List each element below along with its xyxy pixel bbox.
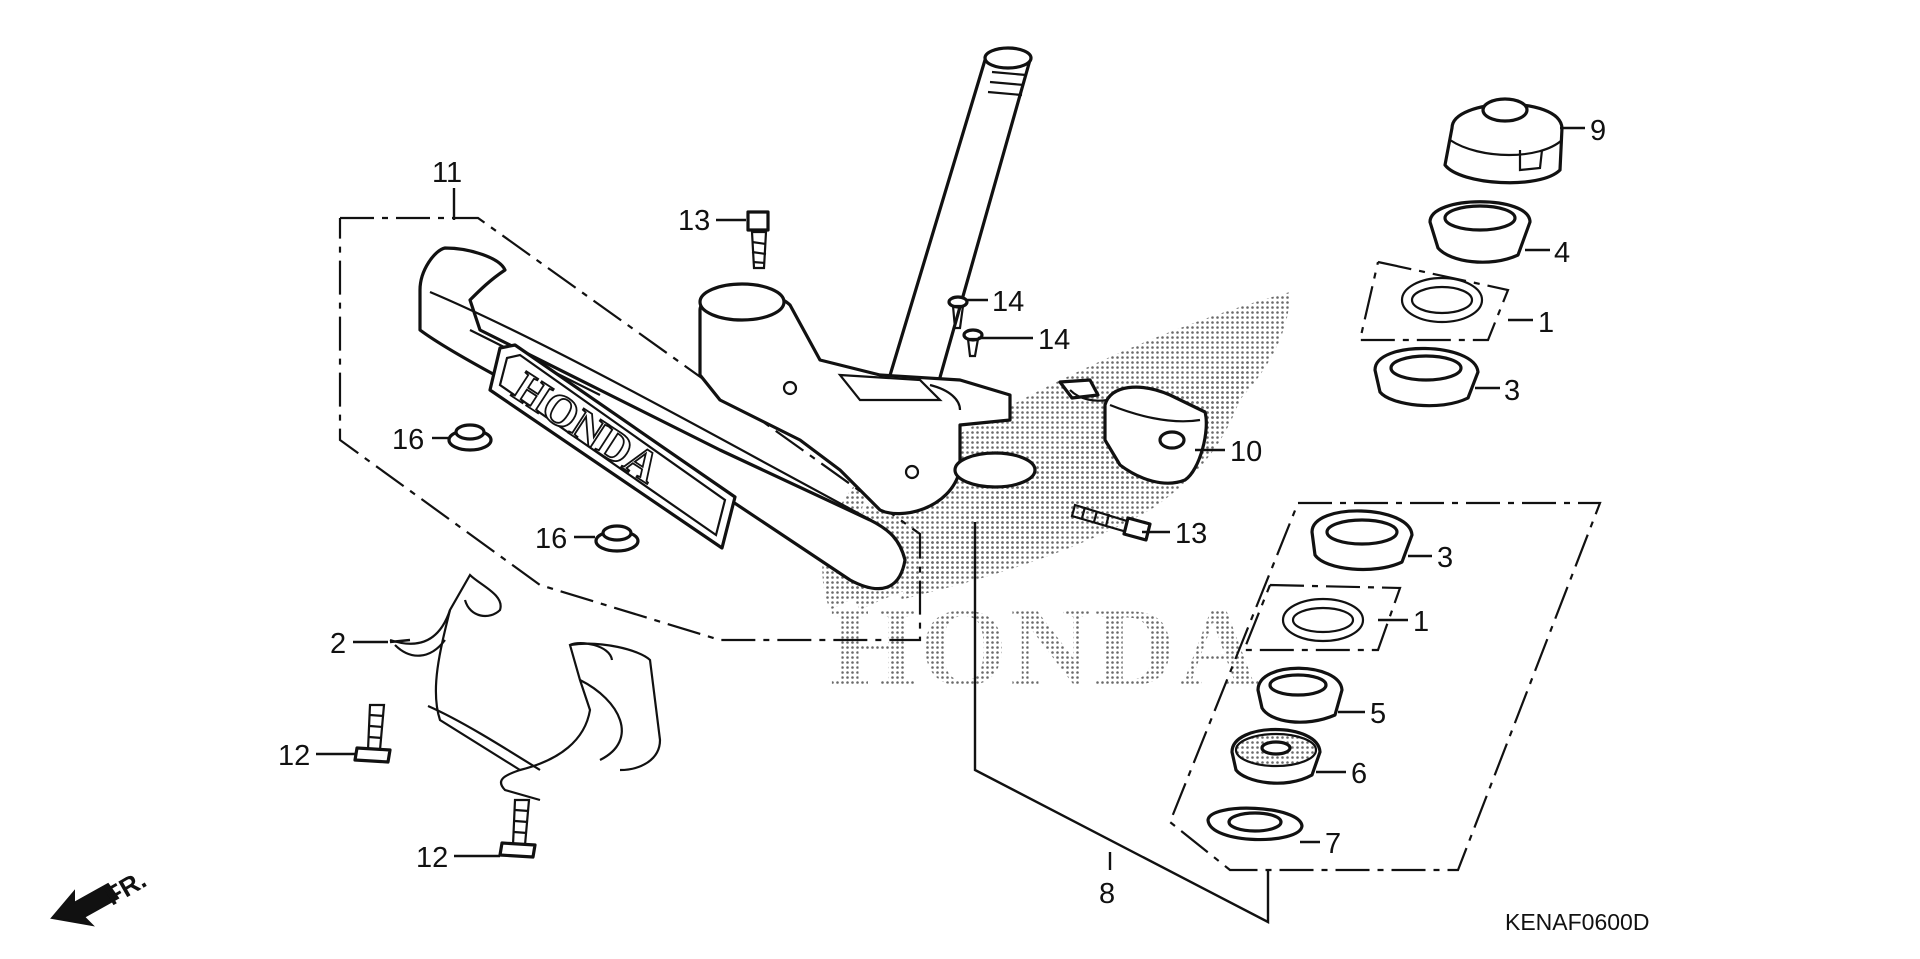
bolt-12-upper [353,703,392,764]
group-outline-bearing-1b [1242,583,1402,652]
watermark-text: HONDA [830,586,1262,710]
group-outline-upper-bearing [1358,260,1510,342]
steel-ball-ring-1b [1281,597,1365,643]
callout-1-upper: 1 [1538,307,1554,339]
callout-labels: 11 13 9 4 1 3 14 14 10 13 16 16 3 1 5 6 … [278,115,1606,910]
callout-14-upper: 14 [992,286,1024,318]
callout-2: 2 [330,628,346,660]
callout-3-lower: 3 [1437,542,1453,574]
bearing-race-5 [1256,666,1344,724]
callout-9: 9 [1590,115,1606,147]
callout-10: 10 [1230,436,1262,468]
callout-8: 8 [1099,878,1115,910]
steel-ball-ring-1a [1400,276,1484,324]
group-outline-left [338,216,922,642]
leader-lines [316,126,1585,924]
bolt-12-lower [498,798,537,859]
diagram-code: KENAF0600D [1505,909,1649,935]
front-direction-arrow: FR. [50,864,151,927]
callout-16-upper: 16 [392,424,424,456]
grommet-upper [447,423,493,452]
washer-7 [1206,806,1304,842]
bolt-13-upper [746,210,770,270]
callout-13-upper: 13 [678,205,710,237]
callout-12-lower: 12 [416,842,448,874]
wire-bracket-2 [389,573,662,802]
callout-5: 5 [1370,698,1386,730]
callout-1-lower: 1 [1413,606,1429,638]
bearing-cone-3a [1373,346,1480,408]
grommet-lower [594,524,640,553]
screw-14-lower [962,328,984,358]
top-bridge [698,282,1037,516]
callout-12-upper: 12 [278,740,310,772]
callout-11: 11 [432,157,462,189]
callout-6: 6 [1351,758,1367,790]
callout-16-lower: 16 [535,523,567,555]
bearing-cone-3b [1310,509,1414,572]
screw-14-upper [947,295,969,330]
group-outline-lower-bearing [1168,501,1602,872]
callout-4: 4 [1554,237,1570,269]
steering-stem [883,46,1033,397]
switch-assembly [1058,378,1208,485]
callout-3-upper: 3 [1504,375,1520,407]
honda-wing-watermark: HONDA [822,292,1290,710]
callout-7: 7 [1325,828,1341,860]
bolt-13-lower [1070,503,1152,542]
bearing-race-4 [1428,200,1532,264]
dust-seal-6 [1230,728,1322,785]
adjusting-nut-9 [1443,97,1564,185]
callout-13-lower: 13 [1175,518,1207,550]
callout-14-lower: 14 [1038,324,1070,356]
